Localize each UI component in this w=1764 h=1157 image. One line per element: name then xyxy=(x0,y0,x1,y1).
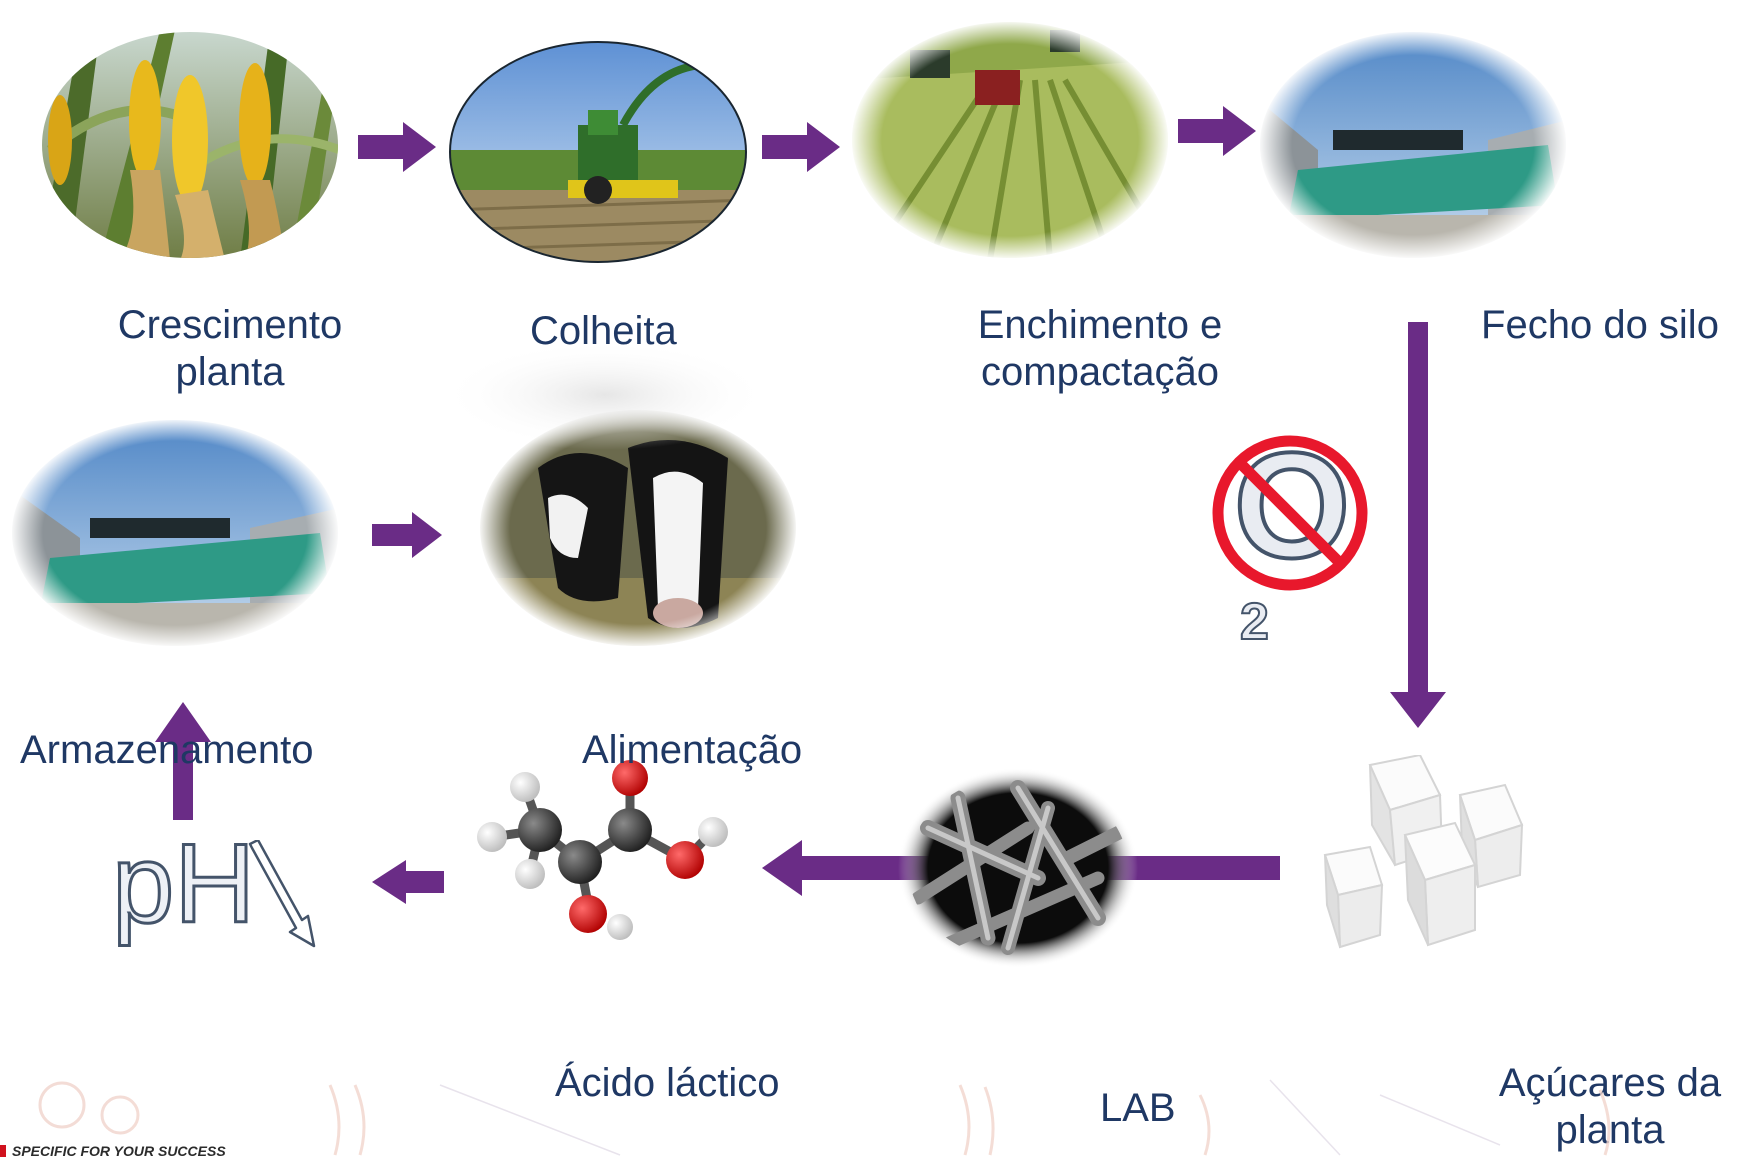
prohibition-icon xyxy=(1212,435,1368,591)
corn-plant-image xyxy=(42,32,338,258)
arrow-lactic-to-ph xyxy=(372,860,444,904)
closed-silo-image xyxy=(1258,30,1568,260)
cows-feeding-image xyxy=(478,408,798,648)
label-feeding: Alimentação xyxy=(582,728,803,772)
arrow-closing-down-to-sugars xyxy=(1390,322,1446,728)
label-filling: Enchimento e compactação xyxy=(977,303,1223,395)
sugar-cubes-image xyxy=(1323,755,1524,949)
arrow-ph-up-to-storage xyxy=(155,702,211,820)
label-harvest: Colheita xyxy=(530,309,677,353)
label-lab: LAB xyxy=(1100,1086,1176,1130)
storage-silo-image xyxy=(10,418,340,648)
silo-filling-image xyxy=(850,20,1170,260)
label-growth: Crescimento planta xyxy=(117,303,343,395)
background-shadow-oval xyxy=(440,340,770,450)
oxygen-subscript: 2 xyxy=(1239,593,1270,651)
label-storage: Armazenamento xyxy=(20,728,314,772)
label-closing: Fecho do silo xyxy=(1481,303,1719,347)
ph-decrease-arrow-icon xyxy=(248,840,316,948)
no-oxygen-symbol: O 2 xyxy=(1200,428,1380,668)
ph-symbol: pH xyxy=(110,821,256,946)
lab-bacteria-image xyxy=(898,768,1138,968)
harvester-image xyxy=(449,41,747,263)
arrow-filling-to-closing xyxy=(1178,106,1256,156)
footer-slogan: SPECIFIC FOR YOUR SUCCESS xyxy=(12,1145,226,1157)
label-lactic-acid: Ácido láctico xyxy=(555,1061,780,1105)
label-sugars: Açúcares da planta xyxy=(1498,1061,1722,1153)
footer-decoration xyxy=(0,1079,1611,1157)
arrow-harvest-to-filling xyxy=(762,122,840,172)
arrow-storage-to-feeding xyxy=(372,512,442,558)
lactic-acid-molecule xyxy=(477,760,728,940)
arrow-growth-to-harvest xyxy=(358,122,436,172)
